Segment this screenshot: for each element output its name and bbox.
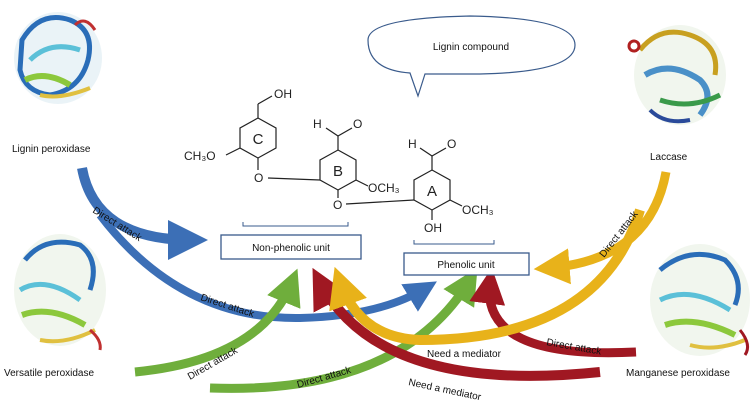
ring-c-label: C [253,131,264,148]
lignin-peroxidase-label: Lignin peroxidase [12,144,91,155]
oh-top-text: OH [274,87,292,101]
o-b-text: O [353,117,362,131]
non-phenolic-bracket [242,222,349,227]
oh-a-text: OH [424,221,442,235]
mnp-to-phenolic-arrow [469,267,637,358]
need-mediator-label-2: Need a mediator [407,377,482,403]
manganese-peroxidase-structure-image [650,244,750,356]
versatile-peroxidase-structure-image [14,234,106,351]
manganese-peroxidase-label: Manganese peroxidase [626,368,730,379]
phenolic-unit-label: Phenolic unit [437,260,494,271]
ring-b-label: B [333,163,343,180]
need-mediator-label-1: Need a mediator [427,349,502,360]
lignin-peroxidase-structure-image [14,12,102,104]
phenolic-bracket [413,240,495,245]
lignin-compound-callout: Lignin compound [367,15,576,98]
vp-to-phenolic-arrow [209,267,478,393]
vp-to-nonphenolic-arrow [134,268,301,377]
h-b-text: H [313,117,322,131]
laccase-structure-image [627,25,726,125]
och3-a-text: OCH₃ [462,203,494,217]
callout-text: Lignin compound [433,42,509,53]
o-a-text: O [447,137,456,151]
o-link-ba-text: O [333,198,342,212]
versatile-peroxidase-label: Versatile peroxidase [4,368,94,379]
lip-to-phenolic-arrow [96,212,437,323]
ring-a-label: A [427,183,437,200]
h-a-text: H [408,137,417,151]
non-phenolic-unit-box: Non-phenolic unit [220,234,362,260]
direct-attack-label-lip-2: Direct attack [199,292,256,320]
o-link-cb-text: O [254,171,263,185]
non-phenolic-unit-label: Non-phenolic unit [252,243,330,254]
laccase-to-nonphenolic-arrow [329,208,645,346]
laccase-label: Laccase [650,152,688,163]
lip-to-nonphenolic-arrow [77,166,208,260]
phenolic-unit-box: Phenolic unit [403,252,530,276]
ch3o-text: CH₃O [184,149,216,163]
lignin-structure [225,95,463,220]
och3-b-text: OCH₃ [368,181,400,195]
